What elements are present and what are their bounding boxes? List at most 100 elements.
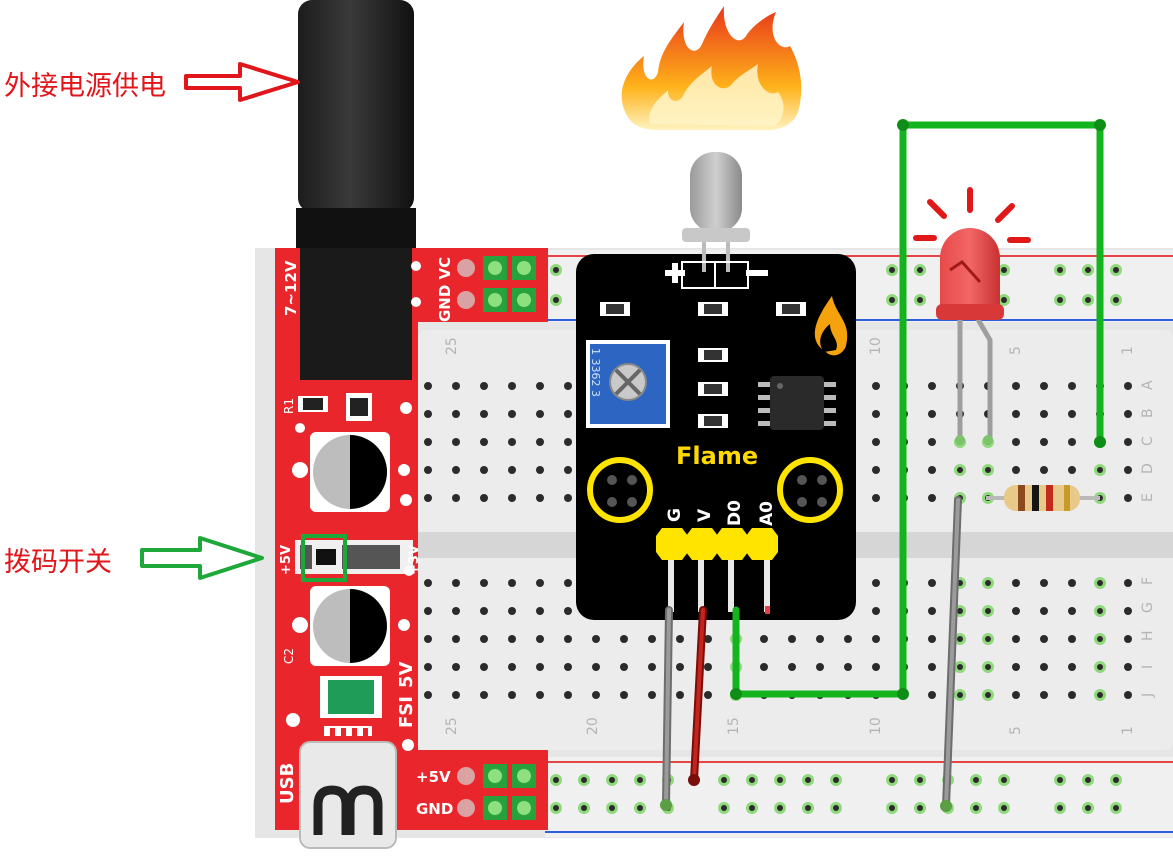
breadboard-hole-core: [553, 777, 559, 783]
led-glow-rays: [913, 187, 1031, 243]
dc-jack-socket: [300, 248, 412, 380]
row-label-a: A: [1140, 380, 1156, 390]
breadboard-hole: [424, 466, 432, 474]
breadboard-hole-core: [749, 777, 755, 783]
breadboard-hole-core: [985, 664, 991, 670]
breadboard-hole: [564, 438, 572, 446]
breadboard-hole: [536, 382, 544, 390]
breadboard-hole: [1124, 607, 1132, 615]
breadboard-hole: [872, 607, 880, 615]
breadboard-hole: [928, 410, 936, 418]
breadboard-hole-core: [1113, 297, 1119, 303]
wires: [662, 121, 1104, 810]
green-arrow-icon: [140, 536, 264, 580]
breadboard-hole-core: [1085, 267, 1091, 273]
breadboard-hole-core: [553, 297, 559, 303]
breadboard-hole: [928, 579, 936, 587]
breadboard-hole: [564, 607, 572, 615]
breadboard-hole: [480, 382, 488, 390]
breadboard-hole-core: [1001, 267, 1007, 273]
row-label-e: E: [1140, 493, 1156, 502]
breadboard-hole-core: [637, 777, 643, 783]
red-led: [936, 228, 1004, 445]
breadboard-hole: [424, 438, 432, 446]
breadboard-hole-core: [1097, 580, 1103, 586]
breadboard-hole: [844, 663, 852, 671]
col-label-10-top: 10: [868, 337, 884, 355]
breadboard-hole-core: [957, 692, 963, 698]
breadboard-hole: [1040, 382, 1048, 390]
breadboard-hole: [508, 410, 516, 418]
flame-module-labels: Flame 1 3362 3 G V D0 A0: [589, 348, 777, 526]
breadboard-hole-core: [917, 805, 923, 811]
breadboard-hole: [452, 466, 460, 474]
breadboard-hole-core: [1097, 608, 1103, 614]
breadboard-hole: [592, 635, 600, 643]
breadboard-hole: [1068, 382, 1076, 390]
breadboard-hole-core: [805, 777, 811, 783]
breadboard-hole: [1068, 663, 1076, 671]
breadboard-hole: [1124, 663, 1132, 671]
row-label-i: I: [1140, 665, 1156, 669]
breadboard-hole: [1040, 607, 1048, 615]
breadboard-hole: [1068, 579, 1076, 587]
breadboard-hole: [508, 607, 516, 615]
breadboard-hole: [1012, 635, 1020, 643]
breadboard-hole: [564, 579, 572, 587]
breadboard-hole: [928, 663, 936, 671]
pin-label-g: G: [665, 508, 685, 522]
breadboard-hole-core: [957, 608, 963, 614]
label-usb: USB: [277, 763, 298, 804]
switch-highlight: [301, 534, 347, 582]
breadboard-hole: [536, 410, 544, 418]
breadboard-hole: [508, 382, 516, 390]
breadboard-hole: [620, 691, 628, 699]
breadboard-hole-core: [957, 636, 963, 642]
col-label-20-bottom: 20: [585, 717, 601, 735]
breadboard-hole-core: [1113, 267, 1119, 273]
breadboard-hole-core: [1001, 805, 1007, 811]
breadboard-hole: [928, 635, 936, 643]
breadboard-hole-core: [777, 777, 783, 783]
breadboard-hole: [872, 410, 880, 418]
breadboard-hole: [928, 494, 936, 502]
label-switch-3v: +3V: [407, 545, 422, 575]
breadboard-hole: [676, 691, 684, 699]
pin-label-a0: A0: [757, 501, 777, 526]
breadboard-hole: [620, 635, 628, 643]
breadboard-hole: [928, 382, 936, 390]
breadboard-hole-core: [721, 777, 727, 783]
breadboard-hole: [424, 607, 432, 615]
row-label-d: D: [1140, 463, 1156, 474]
pin-label-d0: D0: [725, 500, 745, 526]
wire-ends: [660, 119, 1106, 812]
breadboard-hole: [704, 691, 712, 699]
breadboard-hole: [508, 494, 516, 502]
breadboard-hole-core: [1085, 777, 1091, 783]
breadboard-hole-core: [581, 777, 587, 783]
breadboard-hole: [760, 635, 768, 643]
breadboard-hole-core: [917, 297, 923, 303]
breadboard-hole: [1012, 663, 1020, 671]
breadboard-hole: [480, 494, 488, 502]
breadboard-hole: [480, 466, 488, 474]
breadboard-hole: [452, 607, 460, 615]
dc-jack-plug: [298, 0, 414, 212]
label-c2: C2: [282, 648, 296, 664]
col-label-1-bottom: 1: [1120, 726, 1136, 735]
breadboard-hole: [452, 663, 460, 671]
breadboard-hole-core: [985, 580, 991, 586]
breadboard-hole: [872, 466, 880, 474]
breadboard-hole-core: [1001, 777, 1007, 783]
breadboard-hole: [928, 438, 936, 446]
breadboard-hole: [536, 691, 544, 699]
breadboard-hole: [1040, 410, 1048, 418]
breadboard-hole: [480, 607, 488, 615]
breadboard-hole: [592, 663, 600, 671]
breadboard-hole: [564, 691, 572, 699]
col-label-15-bottom: 15: [726, 717, 742, 735]
breadboard-hole: [424, 663, 432, 671]
breadboard-hole: [1012, 691, 1020, 699]
label-switch-5v: +5V: [279, 545, 294, 575]
